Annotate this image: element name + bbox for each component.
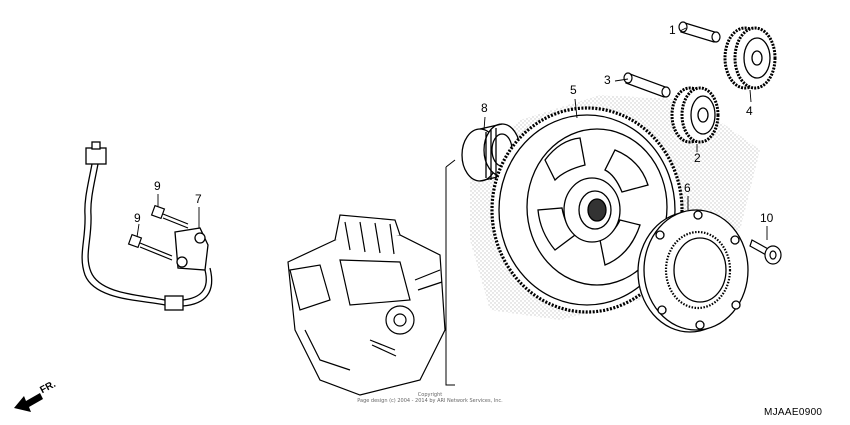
callout-10: 10 <box>760 211 774 225</box>
callout-4: 4 <box>746 104 753 118</box>
sensor-harness <box>81 141 213 311</box>
starter-clutch-6 <box>637 209 749 333</box>
callout-1: 1 <box>669 23 676 37</box>
callout-2: 2 <box>694 151 701 165</box>
callout-5: 5 <box>570 83 577 97</box>
bolt-9-lower <box>127 233 173 261</box>
diagram-code: MJAAE0900 <box>764 407 823 418</box>
driven-gear-5 <box>490 106 684 314</box>
callout-9-upper: 9 <box>154 179 161 193</box>
bolt-10 <box>749 239 782 265</box>
leader-lines <box>136 27 768 240</box>
idle-gear-2 <box>670 86 720 144</box>
callout-7: 7 <box>195 192 202 206</box>
reduction-gear-4 <box>723 26 777 90</box>
callout-8: 8 <box>481 101 488 115</box>
callout-3: 3 <box>604 73 611 87</box>
shaft-1 <box>678 21 721 43</box>
front-direction-arrow <box>14 393 43 412</box>
shaft-3 <box>623 72 671 98</box>
sensor-bracket <box>174 227 209 271</box>
callout-9-lower: 9 <box>134 211 141 225</box>
copyright-line-2: Page design (c) 2004 - 2014 by ARI Netwo… <box>357 398 503 404</box>
callout-6: 6 <box>684 181 691 195</box>
engine-leader <box>445 159 456 386</box>
bolt-9-upper <box>150 204 189 229</box>
engine-block <box>287 214 446 396</box>
copyright-line-1: Copyright <box>417 392 443 398</box>
copyright-notice: Copyright Page design (c) 2004 - 2014 by… <box>300 392 560 404</box>
